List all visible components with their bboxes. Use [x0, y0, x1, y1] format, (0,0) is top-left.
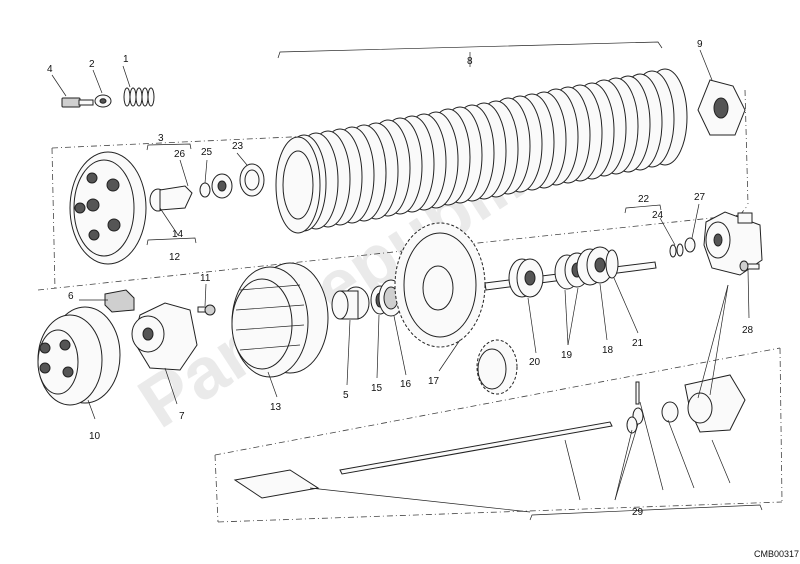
- slave-cylinder: [703, 211, 763, 276]
- callout-12: 12: [169, 252, 181, 263]
- lock-plate-part-9: [697, 79, 746, 136]
- callout-1: 1: [123, 54, 129, 65]
- callout-2: 2: [89, 59, 95, 70]
- callout-14: 14: [172, 229, 184, 240]
- drawing-code: CMB00317: [754, 549, 799, 559]
- callout-13: 13: [270, 402, 282, 413]
- callout-28: 28: [742, 325, 754, 336]
- screw-part-11: [197, 304, 216, 316]
- center-boss-part-7: [131, 302, 198, 371]
- callout-3: 3: [158, 133, 164, 144]
- washer-part-21: [605, 249, 619, 279]
- callout-25: 25: [201, 147, 213, 158]
- clutch-drum-part-13: [231, 262, 329, 378]
- callout-6: 6: [68, 291, 74, 302]
- callout-11: 11: [200, 273, 211, 284]
- callout-22: 22: [638, 194, 650, 205]
- callout-23: 23: [232, 141, 244, 152]
- callout-20: 20: [529, 357, 541, 368]
- callout-26: 26: [174, 149, 186, 160]
- pressure-plate: [69, 151, 147, 265]
- washer-part-2: [94, 94, 112, 108]
- clutch-hub-part-10: [37, 306, 121, 406]
- callout-29: 29: [632, 507, 644, 518]
- group-brackets: [146, 41, 763, 521]
- leader-lines: [51, 49, 750, 513]
- callout-5: 5: [343, 390, 349, 401]
- ring-part-27: [684, 237, 696, 253]
- callout-24: 24: [652, 210, 664, 221]
- spacer-block-part-6: [104, 289, 135, 313]
- callout-18: 18: [602, 345, 614, 356]
- bolt-part-28: [739, 260, 760, 272]
- callout-16: 16: [400, 379, 412, 390]
- callout-8: 8: [467, 56, 473, 67]
- callout-17: 17: [428, 376, 440, 387]
- callout-15: 15: [371, 383, 383, 394]
- inset-slave-group-part-29: [233, 374, 746, 499]
- pushrod-assembly-part-3: [149, 163, 265, 212]
- clutch-plate-stack-part-8: [275, 68, 688, 234]
- callout-21: 21: [632, 338, 644, 349]
- spring-part-1: [123, 87, 155, 107]
- bearing-part-20: [508, 258, 544, 298]
- driven-gear-part-17: [394, 222, 486, 348]
- bolt-part-4: [61, 97, 94, 108]
- callout-4: 4: [47, 64, 53, 75]
- callout-10: 10: [89, 431, 101, 442]
- callout-7: 7: [179, 411, 185, 422]
- small-gear: [476, 339, 518, 395]
- callout-9: 9: [697, 39, 703, 50]
- bearing-part-18: [576, 246, 614, 286]
- o-rings-part-24: [669, 243, 684, 258]
- callout-27: 27: [694, 192, 706, 203]
- callouts: 1 2 3 4 5 6 7 8 9 10 11 12 13 14 15 16 1…: [47, 39, 754, 518]
- bush-part-5: [331, 286, 370, 320]
- callout-19: 19: [561, 350, 573, 361]
